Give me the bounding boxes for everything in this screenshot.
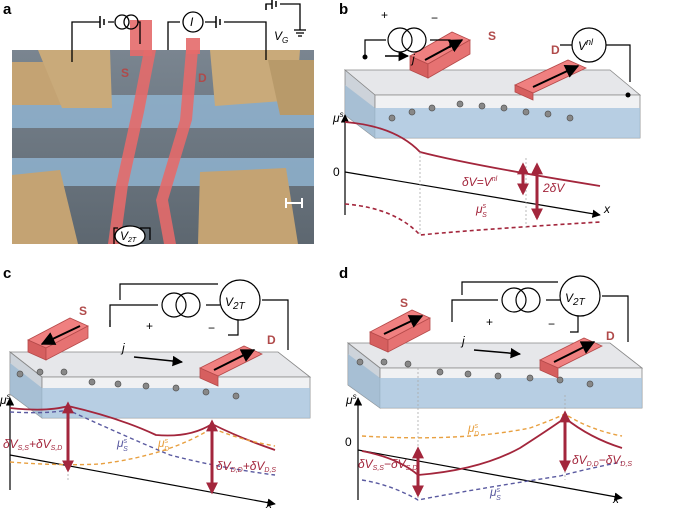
current-source-icon	[387, 27, 413, 53]
circuit-a	[71, 3, 301, 244]
scale-bar	[285, 202, 303, 204]
panel-letter-b: b	[339, 1, 348, 18]
panel-letter-d: d	[339, 265, 348, 282]
label-a-source: S	[121, 66, 129, 80]
channel	[375, 108, 640, 138]
panel-a: a S D	[3, 0, 314, 247]
label-d-dv-drain: δVD,D−δVD,S	[572, 453, 632, 468]
label-d-plus: +	[486, 315, 493, 329]
voltmeter-v2t-icon	[559, 275, 601, 317]
label-d-zero: 0	[345, 435, 352, 449]
magnetization-arrow	[40, 325, 81, 345]
drain-lead	[186, 38, 200, 54]
panel-b: b S D j + −	[332, 1, 642, 236]
mu-curve	[9, 405, 276, 451]
mu-s-source-curve	[9, 409, 276, 476]
x-axis	[357, 449, 623, 501]
label-d-drain: D	[606, 329, 615, 343]
panel-letter-c: c	[3, 265, 11, 282]
label-a-v2t: V2T	[120, 229, 137, 244]
label-b-dv: δV=Vnl	[462, 175, 498, 189]
label-c-dv-drain: δVD,D+δVD,S	[216, 459, 276, 474]
label-b-vnl: Vnl	[578, 37, 594, 53]
label-b-x: x	[603, 202, 611, 216]
label-c-mu: μs	[0, 392, 11, 407]
mu-s-drain-curve	[9, 427, 276, 466]
label-d-dv-source: δVS,S−δVS,D	[358, 457, 417, 472]
circuit-c	[109, 283, 289, 350]
label-c-source: S	[79, 304, 87, 318]
voltmeter-vnl-icon	[571, 27, 607, 63]
ground-icon	[294, 29, 306, 37]
drain-contact	[156, 50, 198, 244]
label-c-drain: D	[267, 333, 276, 347]
label-d-mu: μs	[345, 392, 357, 407]
voltmeter-v2t-icon	[219, 279, 261, 321]
voltmeter-v2t-icon	[114, 225, 146, 247]
gold-pad-right-bottom	[198, 168, 298, 244]
label-d-minus: −	[548, 317, 555, 331]
channel	[42, 388, 310, 418]
label-d-source: S	[400, 296, 408, 310]
slab-top	[8, 351, 312, 378]
magnetization-arrow	[383, 315, 424, 335]
source-contact	[108, 50, 156, 244]
circuit-d	[451, 281, 629, 342]
label-c-dv-source: δVS,S+δVS,D	[3, 437, 62, 452]
label-a-drain: D	[198, 71, 207, 85]
current-meter-icon	[182, 11, 204, 33]
current-arrow	[473, 347, 522, 359]
label-b-current: j	[410, 52, 415, 66]
spin-row	[16, 368, 240, 400]
label-c-minus: −	[208, 321, 215, 335]
label-a-current: I	[190, 15, 194, 29]
label-b-2dv: 2δV	[542, 181, 565, 195]
spin-row	[388, 100, 574, 122]
label-d-current: j	[460, 334, 465, 348]
label-c-plus: +	[146, 319, 153, 333]
spin-row	[356, 358, 594, 388]
slab-top	[343, 69, 642, 96]
label-c-x: x	[265, 497, 273, 511]
gold-pad-left-bottom	[12, 170, 78, 244]
mu-curve	[361, 416, 623, 476]
mu-s-drain-curve	[361, 413, 623, 439]
magnetization-arrow	[424, 39, 464, 61]
panel-letter-a: a	[3, 1, 12, 18]
channel	[380, 378, 642, 408]
label-b-minus: −	[431, 11, 438, 25]
label-b-drain: D	[551, 43, 560, 57]
label-b-plus: +	[381, 8, 388, 22]
current-source-icon	[501, 287, 527, 313]
label-c-current: j	[120, 341, 125, 355]
current-source-icon	[161, 292, 187, 318]
label-b-mu: μs	[332, 110, 344, 125]
mu-s-source-curve	[361, 461, 623, 501]
label-b-zero: 0	[333, 165, 340, 179]
source-lead	[130, 20, 152, 56]
battery-icon	[99, 0, 277, 28]
panel-d: d S D j + − V2T μs	[339, 265, 644, 506]
label-c-v2t: V2T	[225, 295, 246, 312]
panel-c: c S D j + − V2T μs	[0, 265, 312, 511]
label-a-gate: VG	[274, 29, 288, 45]
x-axis	[344, 171, 601, 218]
label-d-v2t: V2T	[565, 291, 586, 308]
label-d-x: x	[612, 492, 620, 506]
label-b-source: S	[488, 29, 496, 43]
x-axis	[9, 454, 276, 507]
current-arrow	[133, 355, 184, 367]
gold-pad-right-edge	[268, 60, 314, 115]
gold-pad-left-top2	[38, 50, 112, 108]
